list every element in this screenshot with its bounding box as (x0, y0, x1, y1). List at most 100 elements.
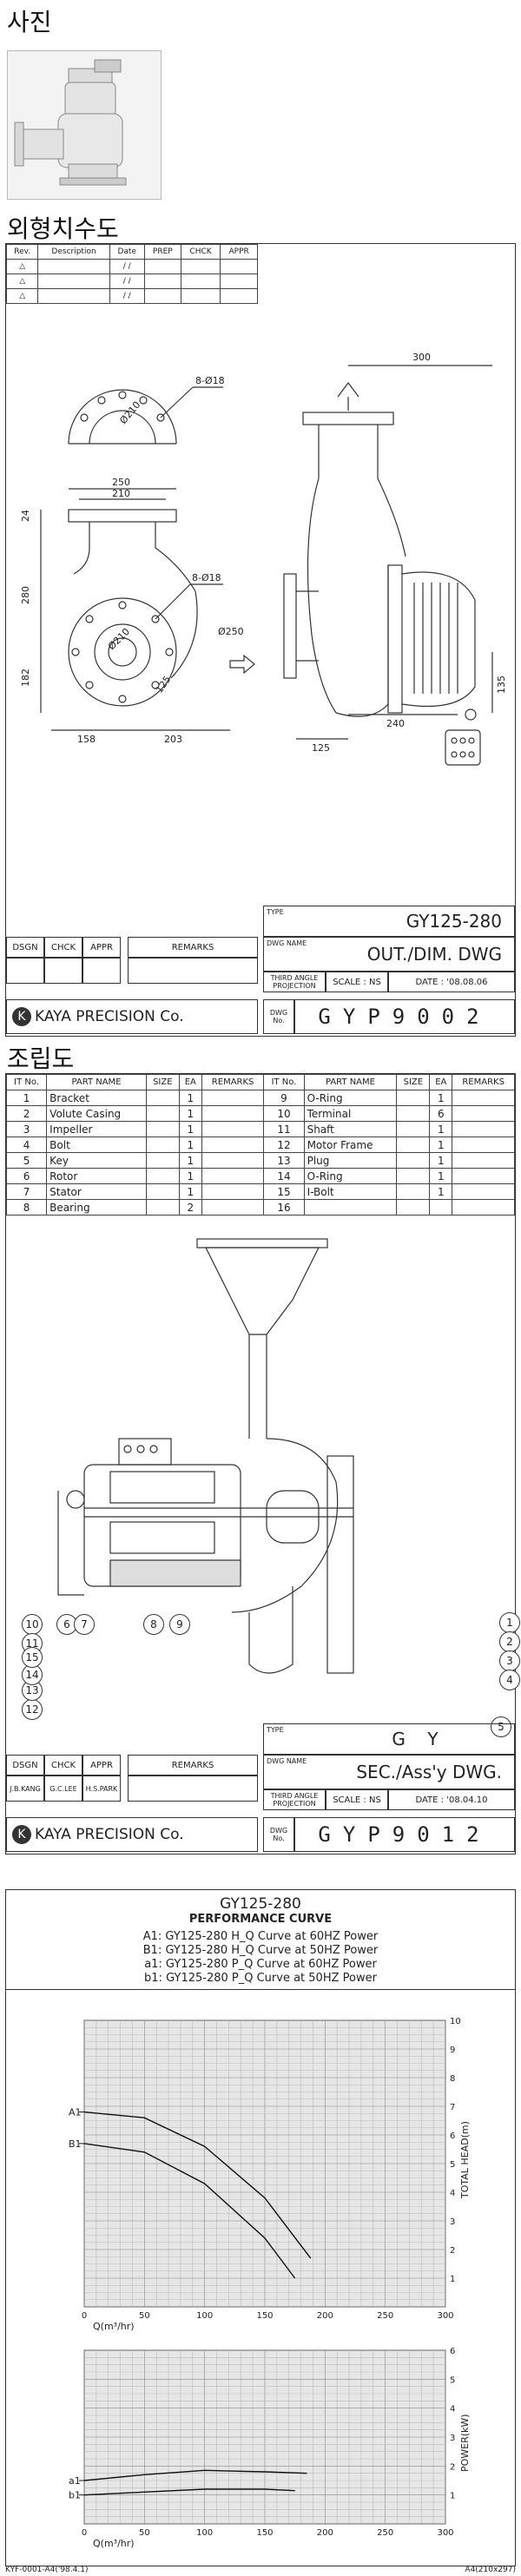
parts-header: PART NAME (303, 1074, 398, 1090)
parts-cell (145, 1152, 180, 1169)
parts-cell: 6 (429, 1105, 453, 1122)
parts-cell: 2 (178, 1199, 202, 1216)
parts-cell (201, 1168, 265, 1184)
x-tick-label: 0 (82, 2311, 87, 2321)
x-tick-label: 150 (256, 2528, 273, 2538)
parts-cell (303, 1199, 398, 1216)
y-tick-label: 8 (450, 2074, 455, 2084)
y-axis-label: POWER(kW) (459, 2414, 471, 2472)
tb1-type: GY125-280 (406, 911, 502, 932)
curve-a1 (83, 2469, 307, 2481)
parts-header: IT No. (5, 1074, 48, 1090)
parts-cell: 1 (429, 1152, 453, 1169)
tb1-scale: SCALE : NS (326, 972, 388, 992)
tb2-dwg-no: GYP9012 (294, 1817, 515, 1852)
y-tick-label: 5 (450, 2375, 455, 2385)
parts-cell: 1 (429, 1090, 453, 1106)
parts-cell: Volute Casing (46, 1105, 147, 1122)
perf-legend: A1: GY125-280 H_Q Curve at 60HZ Power B1… (6, 1930, 515, 1986)
tb2-company: K KAYA PRECISION Co. (6, 1817, 258, 1852)
prep-header: PREP (143, 244, 181, 260)
dim-w203: 203 (164, 734, 182, 745)
tb1-company: K KAYA PRECISION Co. (6, 999, 258, 1034)
dim-pcd-top: Ø210 (117, 399, 142, 426)
parts-cell (452, 1090, 515, 1106)
tb1-projection: THIRD ANGLE PROJECTION (263, 972, 326, 992)
parts-header: EA (429, 1074, 453, 1090)
parts-header: REMARKS (201, 1074, 265, 1090)
assembly-section-title: 조립도 (7, 1044, 75, 1073)
parts-cell (396, 1136, 431, 1153)
callout-2: 2 (499, 1631, 520, 1652)
rev-date: / / (109, 273, 145, 289)
y-tick-label: 10 (450, 2017, 461, 2026)
parts-cell: 1 (429, 1121, 453, 1137)
performance-sheet: GY125-280 PERFORMANCE CURVE A1: GY125-28… (5, 1889, 516, 2566)
pump-photo (7, 50, 162, 200)
parts-cell: O-Ring (303, 1090, 398, 1106)
callout-9: 9 (169, 1614, 190, 1635)
parts-cell: 13 (263, 1152, 305, 1169)
parts-cell: 1 (178, 1168, 202, 1184)
y-tick-label: 9 (450, 2046, 455, 2055)
parts-cell (145, 1121, 180, 1137)
footer-left: KYF-0001-A4('98.4.1) (5, 2566, 89, 2574)
y-tick-label: 1 (450, 2492, 455, 2501)
company-logo-icon: K (12, 1007, 31, 1026)
tb2-type-cell: TYPE G Y (263, 1723, 515, 1755)
y-axis-label: TOTAL HEAD(m) (459, 2121, 471, 2199)
callout-3: 3 (499, 1650, 520, 1671)
parts-cell: 12 (263, 1136, 305, 1153)
parts-header: IT No. (263, 1074, 305, 1090)
dim-h182: 182 (20, 669, 31, 687)
y-tick-label: 1 (450, 2275, 455, 2284)
rev-date: / / (109, 259, 145, 274)
tb2-dwg-no-label: DWG No. (263, 1817, 294, 1852)
parts-cell: 5 (5, 1152, 48, 1169)
y-tick-label: 6 (450, 2131, 455, 2141)
parts-cell: 11 (263, 1121, 305, 1137)
parts-cell (396, 1199, 431, 1216)
parts-cell (145, 1105, 180, 1122)
parts-cell (396, 1090, 431, 1106)
dim-drawing-frame: Rev. Description Date PREP CHCK APPR △/ … (5, 243, 516, 1037)
parts-cell (145, 1090, 180, 1106)
x-tick-label: 0 (82, 2528, 87, 2538)
parts-cell (145, 1136, 180, 1153)
callout-10: 10 (22, 1614, 43, 1635)
parts-cell (452, 1121, 515, 1137)
y-tick-label: 4 (450, 2405, 455, 2415)
parts-cell: Key (46, 1152, 147, 1169)
parts-cell: Bolt (46, 1136, 147, 1153)
parts-cell (201, 1199, 265, 1216)
parts-header: EA (178, 1074, 202, 1090)
parts-cell: 1 (178, 1152, 202, 1169)
parts-cell: 1 (178, 1121, 202, 1137)
series-label-b1: b1 (69, 2490, 81, 2501)
parts-cell: 1 (178, 1090, 202, 1106)
parts-cell (452, 1199, 515, 1216)
parts-cell: 6 (5, 1168, 48, 1184)
parts-cell: 9 (263, 1090, 305, 1106)
y-tick-label: 2 (450, 2462, 455, 2472)
x-tick-label: 100 (196, 2311, 213, 2321)
parts-cell: 1 (178, 1136, 202, 1153)
assembly-section-drawing (57, 1238, 354, 1674)
tb1-dwg-name: OUT./DIM. DWG (366, 944, 502, 965)
tb1-type-cell: TYPE GY125-280 (263, 906, 515, 937)
parts-cell: 15 (263, 1183, 305, 1200)
parts-cell: 16 (263, 1199, 305, 1216)
callout-1: 1 (499, 1612, 520, 1633)
tb2-date: DATE : '08.04.10 (388, 1789, 515, 1810)
y-tick-label: 7 (450, 2103, 455, 2112)
y-tick-label: 2 (450, 2246, 455, 2256)
perf-line-b1-power: b1: GY125-280 P_Q Curve at 50HZ Power (144, 1972, 377, 1985)
parts-header: PART NAME (46, 1074, 147, 1090)
